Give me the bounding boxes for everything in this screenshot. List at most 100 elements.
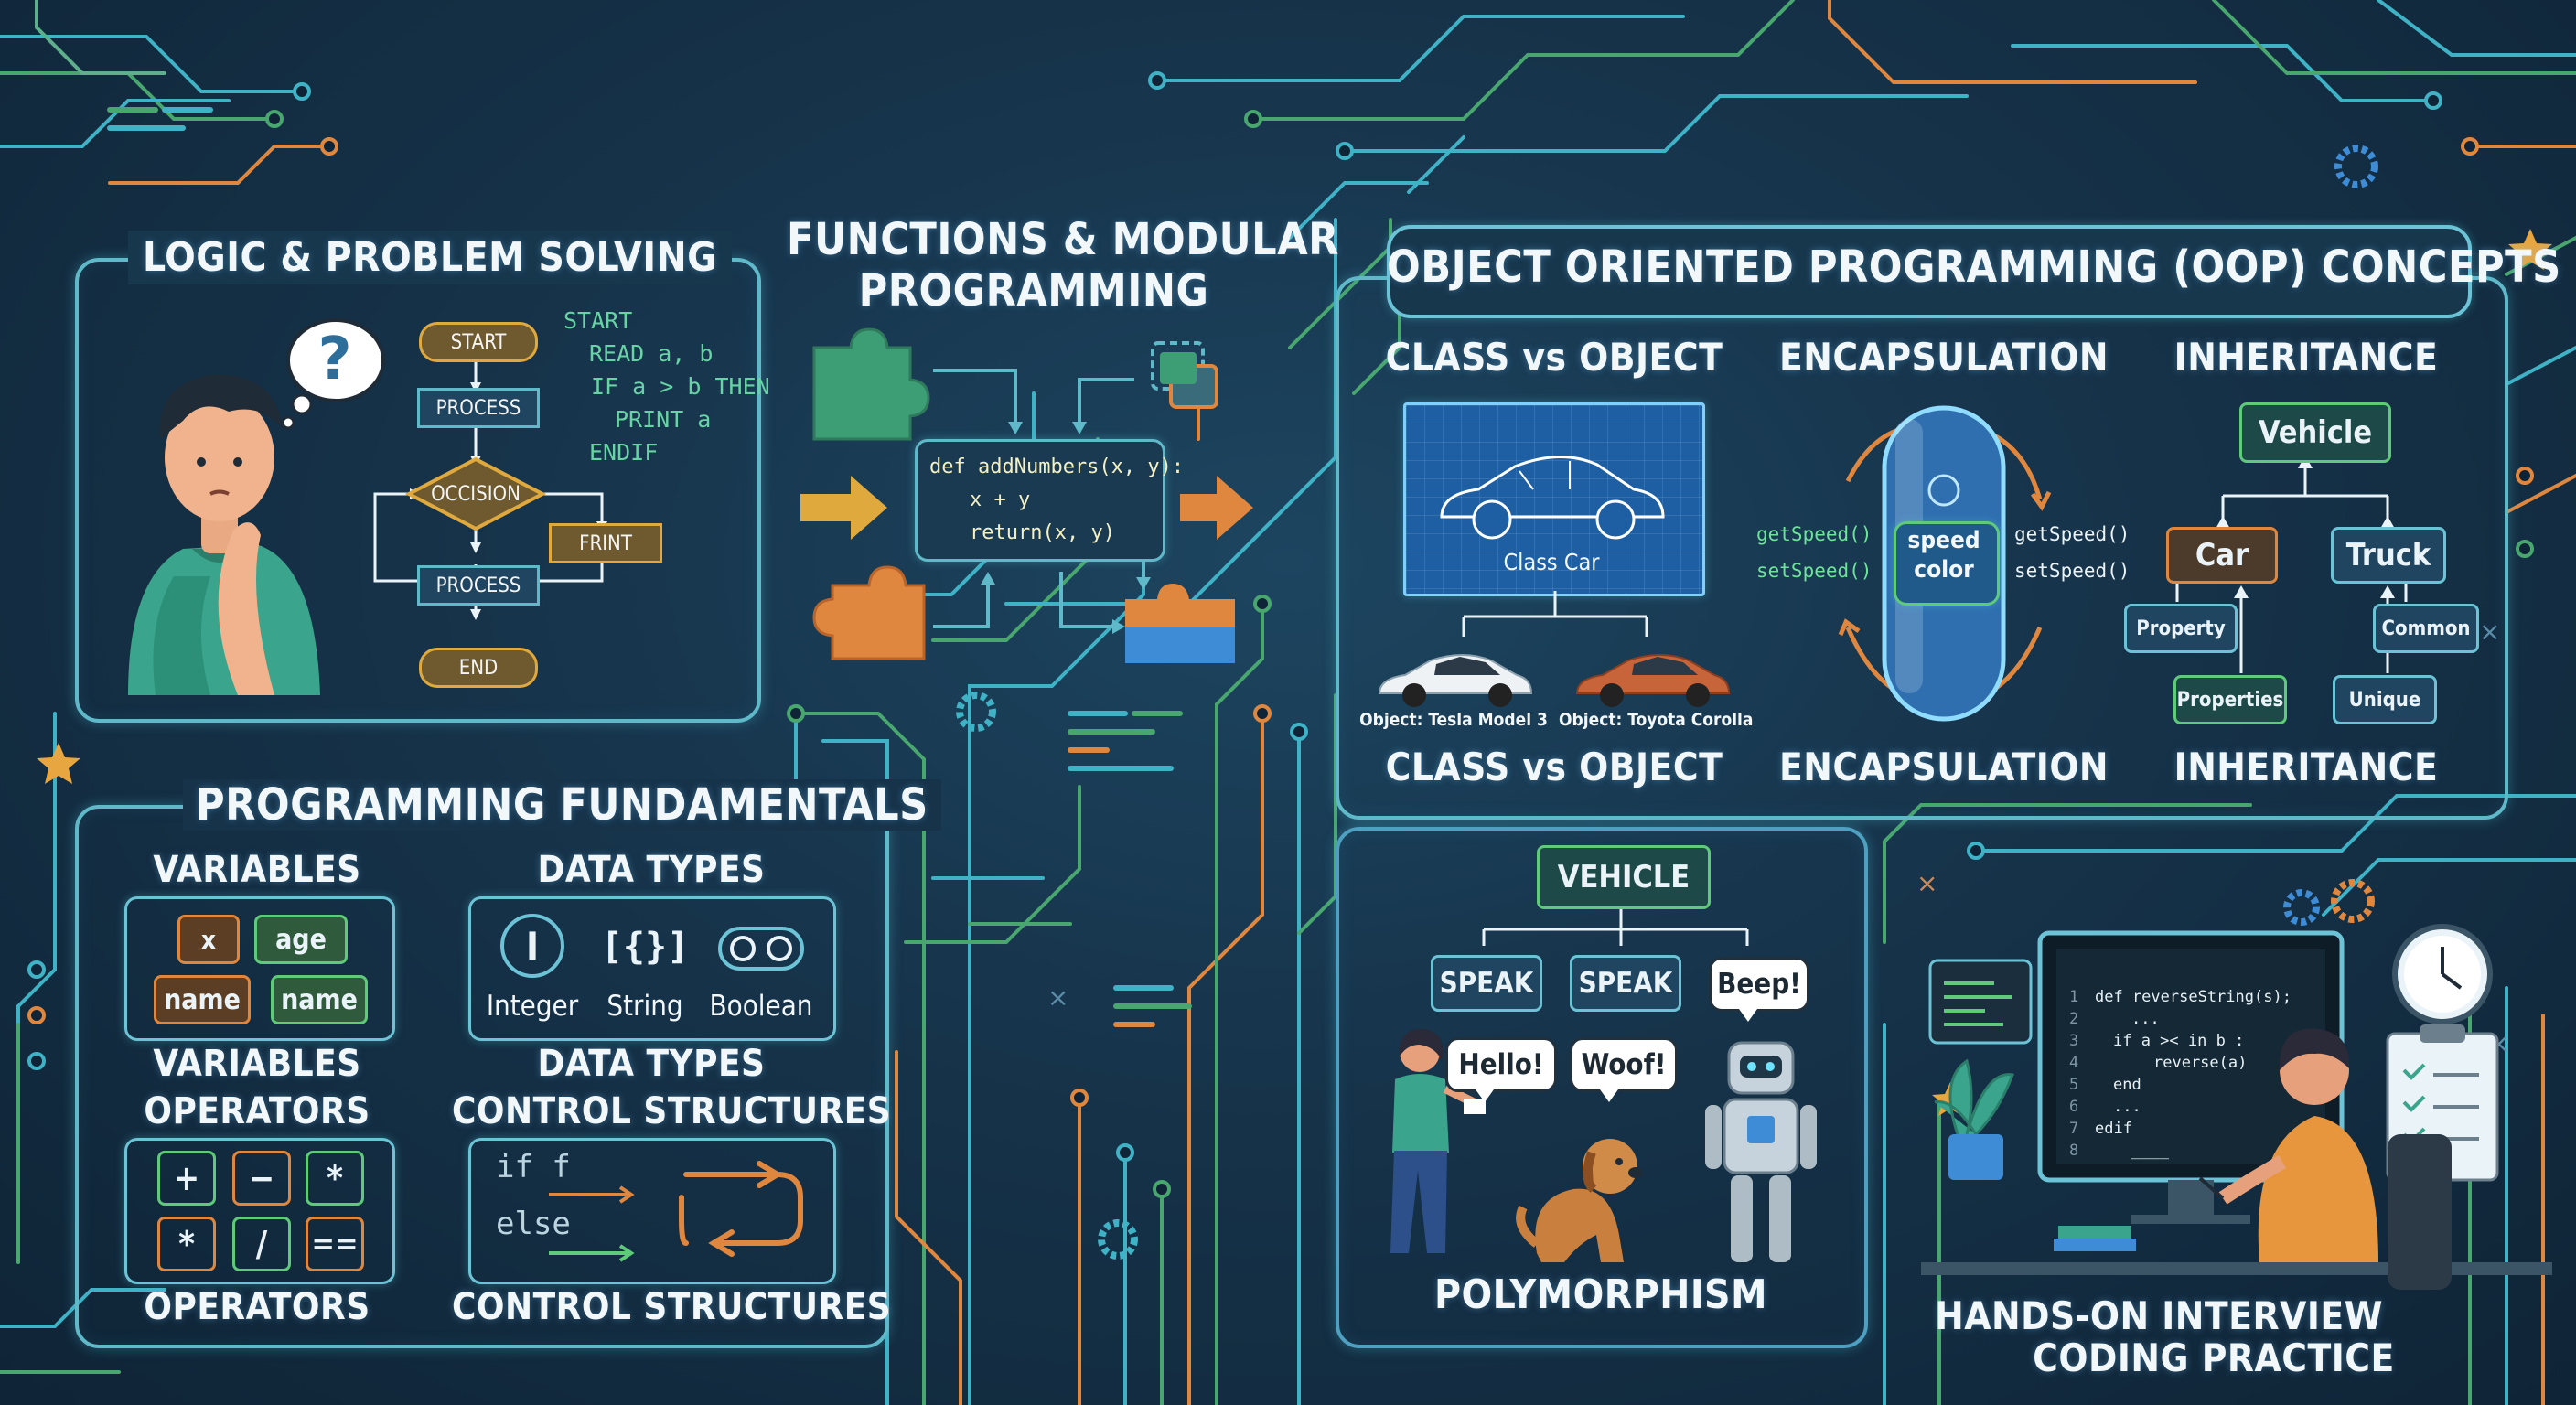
flow-start: START xyxy=(419,322,538,362)
method-beep: Beep! xyxy=(1709,957,1809,1022)
variable-chip-age: age xyxy=(254,915,348,964)
line-number-4: 4 xyxy=(2069,1054,2079,1072)
pseudo-line-1: START xyxy=(564,307,633,334)
functions-title-line-2: PROGRAMMING xyxy=(858,265,1209,316)
inheritance-truck: Truck xyxy=(2331,527,2446,584)
pseudo-line-4: PRINT a xyxy=(615,406,712,433)
question-cloud-icon xyxy=(281,318,385,430)
thinking-person-illustration xyxy=(128,374,320,695)
field-speed: speed xyxy=(1907,527,1980,554)
bubble-hello: Hello! xyxy=(1445,1037,1557,1102)
variables-box xyxy=(124,896,395,1041)
boolean-label: Boolean xyxy=(709,990,813,1023)
inheritance-properties: Properties xyxy=(2174,675,2287,724)
practice-code-line-7: edif xyxy=(2095,1120,2132,1138)
practice-caption-line-2: CODING PRACTICE xyxy=(2033,1335,2395,1380)
inheritance-common: Common xyxy=(2373,604,2479,653)
polymorphism-caption: POLYMORPHISM xyxy=(1434,1271,1767,1318)
svg-text:×: × xyxy=(2479,617,2500,647)
control-code-if: if f xyxy=(496,1149,571,1185)
data-types-title: DATA TYPES xyxy=(537,849,766,891)
tesla-car-icon xyxy=(1378,654,1533,707)
practice-code-line-6: ... xyxy=(2113,1098,2141,1116)
flow-decision: OCCISION xyxy=(431,482,521,506)
left-method-set: setSpeed() xyxy=(1756,560,1873,582)
line-number-8: 8 xyxy=(2069,1142,2079,1160)
operator-minus: − xyxy=(232,1151,291,1206)
control-structures-box xyxy=(468,1138,836,1284)
operators-title: OPERATORS xyxy=(144,1090,370,1132)
operator-equals: == xyxy=(306,1217,364,1271)
object-corolla-label: Object: Toyota Corolla xyxy=(1559,710,1754,730)
logic-title: LOGIC & PROBLEM SOLVING xyxy=(128,231,733,284)
flow-print: FRINT xyxy=(549,523,662,563)
encapsulation-caption: ENCAPSULATION xyxy=(1778,745,2109,789)
robot-illustration xyxy=(1705,1041,1817,1262)
boolean-toggle-icon xyxy=(718,927,804,971)
line-number-3: 3 xyxy=(2069,1032,2079,1050)
right-method-set: setSpeed() xyxy=(2014,560,2131,582)
class-object-caption: CLASS vs OBJECT xyxy=(1385,745,1723,789)
svg-text:×: × xyxy=(1047,982,1068,1013)
field-color: color xyxy=(1914,556,1974,584)
function-code-line-3: return(x, y) xyxy=(970,521,1115,544)
line-numbers: 1 2 3 4 5 6 7 8 xyxy=(2069,986,2078,1162)
integer-icon xyxy=(500,914,564,978)
data-types-caption: DATA TYPES xyxy=(537,1043,766,1085)
line-number-7: 7 xyxy=(2069,1120,2079,1138)
practice-code-line-1: def reverseString(s); xyxy=(2095,988,2292,1006)
line-number-2: 2 xyxy=(2069,1010,2079,1028)
dog-illustration xyxy=(1516,1139,1643,1262)
fundamentals-title: PROGRAMMING FUNDAMENTALS xyxy=(183,779,941,831)
encapsulation-fields-box xyxy=(1894,521,2000,606)
blueprint-car-icon xyxy=(1440,456,1665,540)
operator-divide: / xyxy=(232,1217,291,1271)
inheritance-caption: INHERITANCE xyxy=(2174,745,2439,789)
variables-caption: VARIABLES xyxy=(153,1043,361,1085)
corolla-car-icon xyxy=(1575,654,1731,707)
operator-plus: + xyxy=(157,1151,216,1206)
class-object-title: CLASS vs OBJECT xyxy=(1385,335,1723,380)
practice-desk-illustration xyxy=(1921,924,2552,1290)
operators-box xyxy=(124,1138,395,1284)
practice-code-line-5: end xyxy=(2113,1076,2141,1094)
method-speak-1: SPEAK xyxy=(1431,955,1542,1012)
object-tesla-label: Object: Tesla Model 3 xyxy=(1359,710,1548,730)
data-types-box xyxy=(468,896,836,1041)
flow-process-1: PROCESS xyxy=(417,388,540,428)
practice-code: def reverseString(s); ... if a >< in b :… xyxy=(2095,986,2292,1162)
line-number-5: 5 xyxy=(2069,1076,2079,1094)
flow-process-2: PROCESS xyxy=(417,565,540,606)
inheritance-title: INHERITANCE xyxy=(2174,335,2439,380)
encapsulation-title: ENCAPSULATION xyxy=(1778,335,2109,380)
operator-multiply-2: * xyxy=(157,1217,216,1271)
oop-title: OBJECT ORIENTED PROGRAMMING (OOP) CONCEP… xyxy=(1387,241,2561,293)
control-structures-caption: CONTROL STRUCTURES xyxy=(452,1286,892,1328)
practice-code-line-2: ... xyxy=(2131,1010,2160,1028)
operators-caption: OPERATORS xyxy=(144,1286,370,1328)
oop-title-box xyxy=(1387,225,2472,318)
practice-caption-line-1: HANDS-ON INTERVIEW xyxy=(1935,1293,2383,1338)
practice-code-line-8: ____ xyxy=(2131,1142,2169,1160)
string-icon: [{}] xyxy=(600,926,690,968)
pseudo-line-3: IF a > b THEN xyxy=(591,373,770,400)
variables-title: VARIABLES xyxy=(153,849,361,891)
left-method-get: getSpeed() xyxy=(1756,523,1873,545)
pseudo-line-5: ENDIF xyxy=(589,439,659,466)
operator-multiply-1: * xyxy=(306,1151,364,1206)
line-number-6: 6 xyxy=(2069,1098,2079,1116)
polymorphism-connectors xyxy=(1482,904,1749,946)
inheritance-root-vehicle: Vehicle xyxy=(2239,402,2391,463)
polymorphism-root: VEHICLE xyxy=(1537,845,1711,909)
question-mark: ? xyxy=(317,326,352,393)
flow-end: END xyxy=(419,648,538,688)
right-method-get: getSpeed() xyxy=(2014,523,2131,545)
functions-title-line-1: FUNCTIONS & MODULAR xyxy=(787,214,1339,265)
function-code-line-1: def addNumbers(x, y): xyxy=(929,456,1185,478)
svg-text:×: × xyxy=(1916,868,1937,898)
inheritance-unique: Unique xyxy=(2333,675,2437,724)
class-blueprint xyxy=(1403,402,1705,596)
control-flow-arrows xyxy=(549,1161,803,1262)
pseudo-line-2: READ a, b xyxy=(589,340,714,367)
string-label: String xyxy=(606,990,683,1023)
